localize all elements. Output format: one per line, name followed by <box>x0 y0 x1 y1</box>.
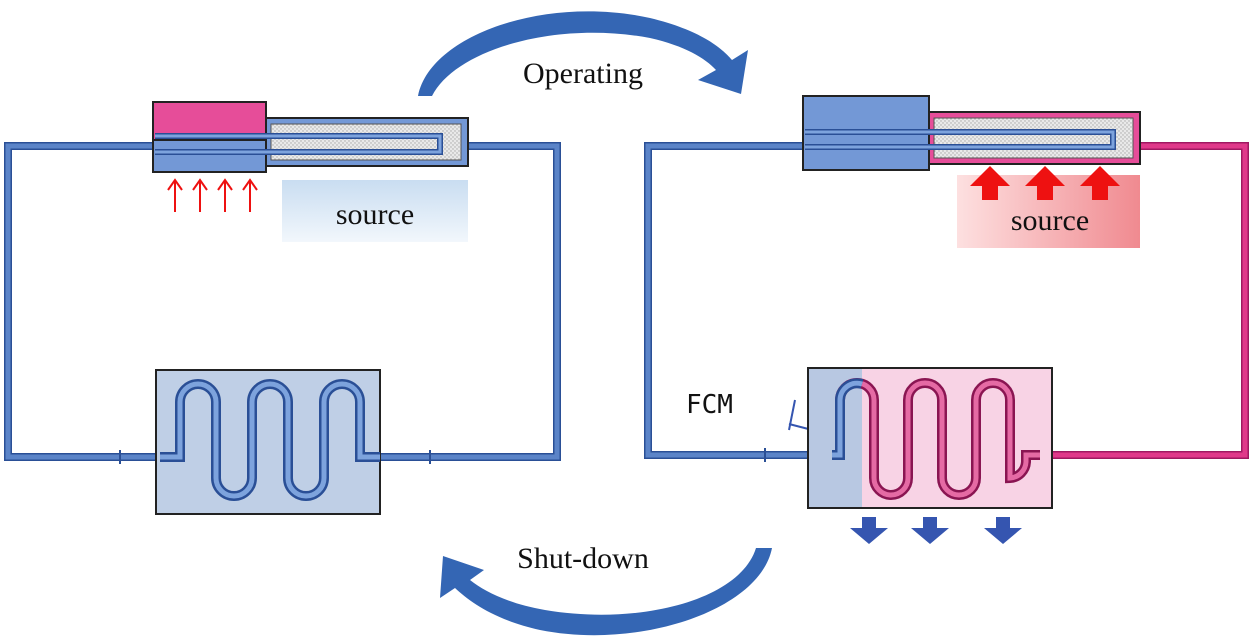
right-source-label: source <box>1011 204 1089 237</box>
right-heat-arrows <box>970 166 1120 200</box>
right-heat-release-arrows <box>850 517 1022 544</box>
right-wick <box>933 117 1134 159</box>
right-loop-pipe-pink <box>1040 143 1248 458</box>
operating-cycle-arrow <box>418 11 748 96</box>
left-serpentine-coil <box>160 379 380 501</box>
right-loop-pipe-blue <box>645 143 832 458</box>
fcm-label: FCM <box>686 390 733 420</box>
left-source-label: source <box>336 198 414 231</box>
right-loop: source FCM <box>644 95 1249 544</box>
right-serpentine-coil <box>832 378 1040 500</box>
left-blue-block <box>152 139 267 173</box>
operating-label: Operating <box>523 57 643 90</box>
shutdown-cycle-arrow <box>440 548 772 636</box>
left-source-box <box>282 180 468 242</box>
shutdown-label: Shut-down <box>517 542 649 575</box>
left-condenser-tank <box>155 369 381 515</box>
left-loop: source <box>4 101 561 515</box>
left-heat-arrows <box>167 178 258 212</box>
